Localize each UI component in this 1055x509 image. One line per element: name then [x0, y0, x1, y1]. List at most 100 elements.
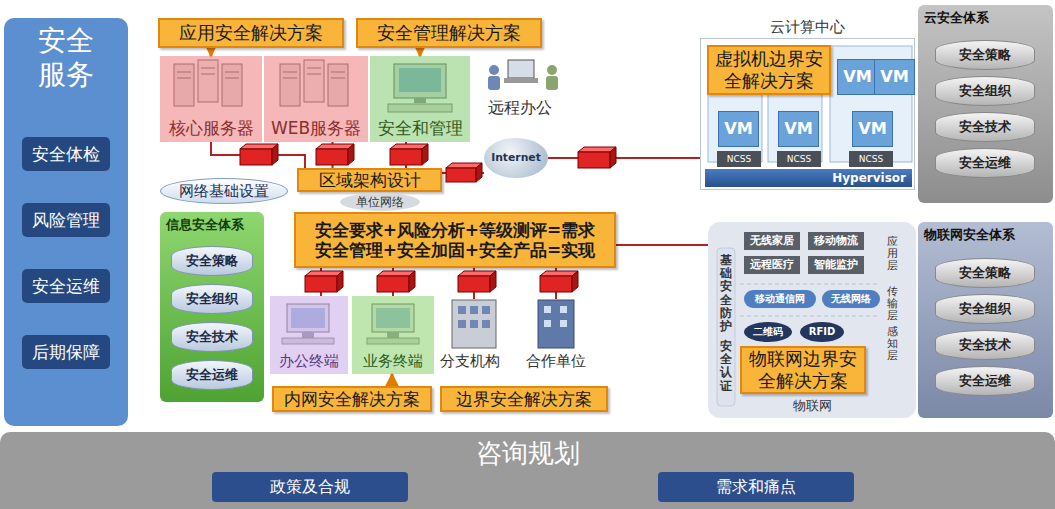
layer-cylinder: 安全策略: [171, 246, 253, 276]
text-holder: 业务终端: [352, 352, 434, 370]
text-holder: 安全服务: [4, 24, 128, 91]
node-text: 后期保障: [32, 342, 100, 362]
text-holder: VM: [853, 112, 892, 146]
node-text: 二维码: [753, 326, 783, 338]
network-link: [548, 157, 700, 159]
node-text: 安全组织: [959, 301, 1011, 317]
layer-cylinder: 安全技术: [935, 112, 1035, 142]
text-holder: VM: [838, 60, 877, 94]
node-text: 单位网络: [356, 195, 404, 209]
app-box: 无线家居: [744, 232, 800, 250]
text-holder: 安全策略: [936, 41, 1034, 69]
node-text: VM: [858, 119, 887, 138]
text-holder: VM: [779, 112, 818, 146]
icon-label: 远程办公: [488, 98, 552, 117]
text-holder: 移动通信网: [744, 290, 816, 308]
ncss-box: NCSS: [849, 151, 893, 167]
text-holder: 需求和痛点: [658, 472, 854, 502]
node-text: VM: [843, 67, 872, 86]
node-text: 物联网边界安全解决方案: [742, 348, 864, 391]
text-holder: 核心服务器: [160, 118, 262, 138]
solution-callout: 内网安全解决方案: [272, 386, 432, 412]
node-text: 虚拟机边界安全解决方案: [709, 48, 829, 91]
node-text: 内网安全解决方案: [284, 389, 420, 409]
internet-cloud: Internet: [484, 138, 548, 178]
text-holder: 智能监护: [808, 256, 864, 274]
node-text: 安全策略: [186, 253, 238, 269]
text-holder: Internet: [484, 138, 548, 178]
node-text: WEB服务器: [271, 118, 361, 138]
node-text: 咨询规划: [476, 438, 580, 469]
callout-arrow: [419, 48, 422, 56]
text-holder: NCSS: [777, 151, 821, 167]
ncss-box: NCSS: [717, 151, 761, 167]
text-holder: 移动物流: [808, 232, 864, 250]
tag-ellipse: RFID: [800, 322, 844, 342]
vm-box: VM: [718, 111, 759, 147]
node-text: 移动通信网: [755, 293, 805, 305]
layer-cylinder: 安全策略: [935, 258, 1035, 288]
node-text: 应用安全解决方案: [179, 22, 323, 44]
callout-arrow: [391, 374, 394, 386]
node-text: 安全体检: [32, 144, 100, 164]
layer-cylinder: 安全运维: [171, 360, 253, 390]
text-holder: 安全和管理: [370, 118, 470, 138]
layer-cylinder: 安全技术: [935, 330, 1035, 360]
text-holder: 单位网络: [340, 193, 420, 211]
node-text: 云安全体系: [924, 10, 989, 26]
text-holder: 政策及合规: [212, 472, 408, 502]
node-text: 物联网: [793, 398, 832, 414]
layer-cylinder: 安全组织: [935, 76, 1035, 106]
node-text: 风险管理: [32, 210, 100, 230]
text-holder: 安全要求+风险分析+等级测评=需求安全管理+安全加固+安全产品=实现: [296, 214, 614, 266]
service-button: 后期保障: [22, 335, 110, 369]
text-holder: 区域架构设计: [299, 170, 440, 190]
planning-band: 咨询规划政策及合规 需求和痛点: [0, 432, 1055, 509]
text-holder: 安全运维: [936, 149, 1034, 177]
text-holder: 安全技术: [936, 331, 1034, 359]
text-holder: 远程医疗: [744, 256, 800, 274]
layer-cylinder: 安全运维: [935, 366, 1035, 396]
node-text: 边界安全解决方案: [456, 389, 592, 409]
node-text: 远程医疗: [750, 258, 794, 271]
vm-box: VM: [837, 59, 878, 95]
node-text: 信息安全体系: [166, 217, 244, 233]
solution-callout: 虚拟机边界安全解决方案: [707, 45, 831, 95]
network-cloud: 单位网络: [340, 193, 420, 211]
node-text: NCSS: [787, 154, 811, 165]
text-holder: 无线网络: [822, 290, 880, 308]
node-text: 安全要求+风险分析+等级测评=需求: [315, 220, 596, 240]
layer-cylinder: 安全技术: [171, 322, 253, 352]
text-holder: 物联网安全体系: [924, 227, 1015, 243]
node-text: 安全管理+安全加固+安全产品=实现: [315, 240, 596, 260]
management-zone: 安全和管理: [370, 56, 470, 142]
node-text: 需求和痛点: [716, 477, 796, 496]
vm-box: VM: [874, 59, 915, 95]
text-holder: 物联网边界安全解决方案: [742, 348, 864, 392]
network-link: [211, 142, 305, 168]
ncss-box: NCSS: [777, 151, 821, 167]
system-panel: 物联网安全体系安全策略安全组织安全技术安全运维: [918, 222, 1053, 418]
app-box: 智能监护: [808, 256, 864, 274]
text-holder: 云安全体系: [924, 10, 989, 26]
text-holder: 安全运维: [22, 269, 110, 303]
firewall-icon: [240, 144, 616, 292]
text-holder: 安全运维: [172, 361, 252, 389]
solution-callout: 安全管理解决方案: [356, 18, 542, 48]
planning-button: 需求和痛点: [658, 472, 854, 502]
system-panel: 云安全体系安全策略安全组织安全技术安全运维: [918, 5, 1053, 203]
node-text: Hypervisor: [832, 171, 906, 185]
node-text: 安全技术: [186, 329, 238, 345]
node-text: 安全技术: [959, 337, 1011, 353]
node-text: VM: [724, 119, 753, 138]
callout-arrow: [210, 48, 213, 56]
node-text: 网络基础设置: [179, 182, 269, 200]
node-text: NCSS: [859, 154, 883, 165]
solution-callout: 物联网边界安全解决方案: [740, 346, 866, 394]
text-holder: 信息安全体系: [166, 217, 244, 233]
network-link: [616, 244, 708, 246]
node-text: 无线家居: [750, 234, 794, 247]
vm-box: VM: [778, 111, 819, 147]
iot-panel: 物联网 无线家居 移动物流远程医疗 智能监护移动通信网 无线网络二维码 RFID 物联网边界…: [708, 222, 916, 418]
text-holder: 安全组织: [936, 295, 1034, 323]
